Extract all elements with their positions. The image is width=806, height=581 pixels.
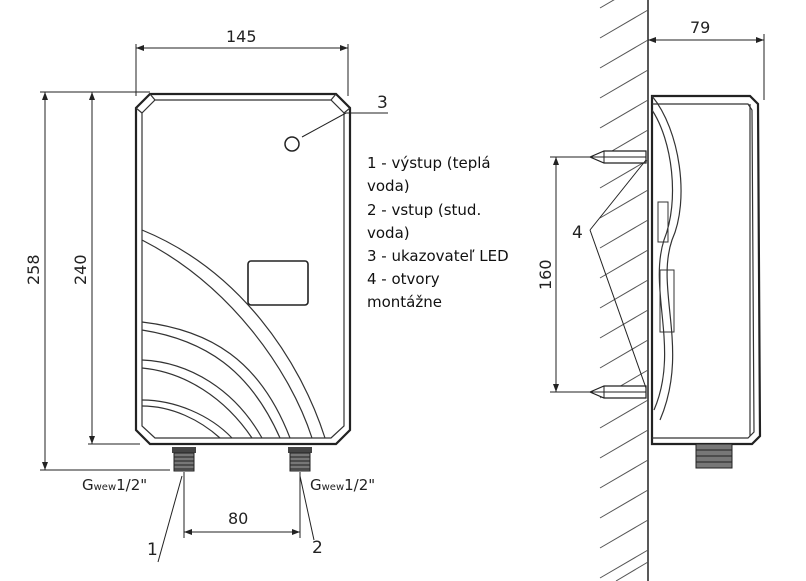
width-label: 145	[226, 27, 257, 46]
legend-line: montážne	[367, 293, 442, 311]
callout-3: 3	[377, 93, 388, 113]
height-body-label: 240	[71, 254, 90, 285]
callout-1: 1	[147, 540, 158, 560]
connector-spacing-dimension: 80	[183, 472, 301, 538]
legend: 1 - výstup (teplá voda) 2 - vstup (stud.…	[367, 154, 509, 311]
legend-line: 4 - otvory	[367, 270, 440, 288]
depth-dimension: 79	[648, 18, 765, 100]
mount-spacing-dimension: 160	[536, 156, 646, 393]
height-body-dimension: 240	[71, 92, 140, 445]
wall-hatching	[599, 0, 649, 581]
legend-line: voda)	[367, 177, 410, 195]
device-body-side	[650, 94, 762, 469]
device-body-front	[134, 92, 352, 446]
width-dimension: 145	[135, 27, 349, 96]
height-total-dimension: 258	[24, 91, 170, 471]
legend-line: 3 - ukazovateľ LED	[367, 247, 509, 265]
side-view: 79 160	[536, 0, 765, 581]
callout-1-leader	[157, 475, 183, 563]
height-total-label: 258	[24, 254, 43, 285]
legend-line: 1 - výstup (teplá	[367, 154, 491, 172]
callout-4: 4	[572, 223, 583, 243]
depth-label: 79	[690, 18, 710, 37]
outlet-connector	[172, 447, 196, 472]
connector-spacing-label: 80	[228, 509, 248, 528]
callout-3-leader	[301, 112, 347, 138]
thread-label-left: Gwew1/2"	[82, 476, 147, 494]
callout-4-leader-lower	[589, 229, 647, 389]
display-window	[247, 260, 309, 306]
inlet-connector	[288, 447, 312, 472]
mount-spacing-label: 160	[536, 259, 555, 290]
led-indicator-icon	[284, 136, 300, 152]
front-view: 145 258 240	[24, 27, 388, 563]
thread-label-right: Gwew1/2"	[310, 476, 375, 494]
legend-line: voda)	[367, 224, 410, 242]
callout-4-leader-upper	[589, 159, 647, 231]
legend-line: 2 - vstup (stud.	[367, 201, 481, 219]
callout-2: 2	[312, 538, 323, 558]
callout-2-leader	[299, 475, 315, 541]
